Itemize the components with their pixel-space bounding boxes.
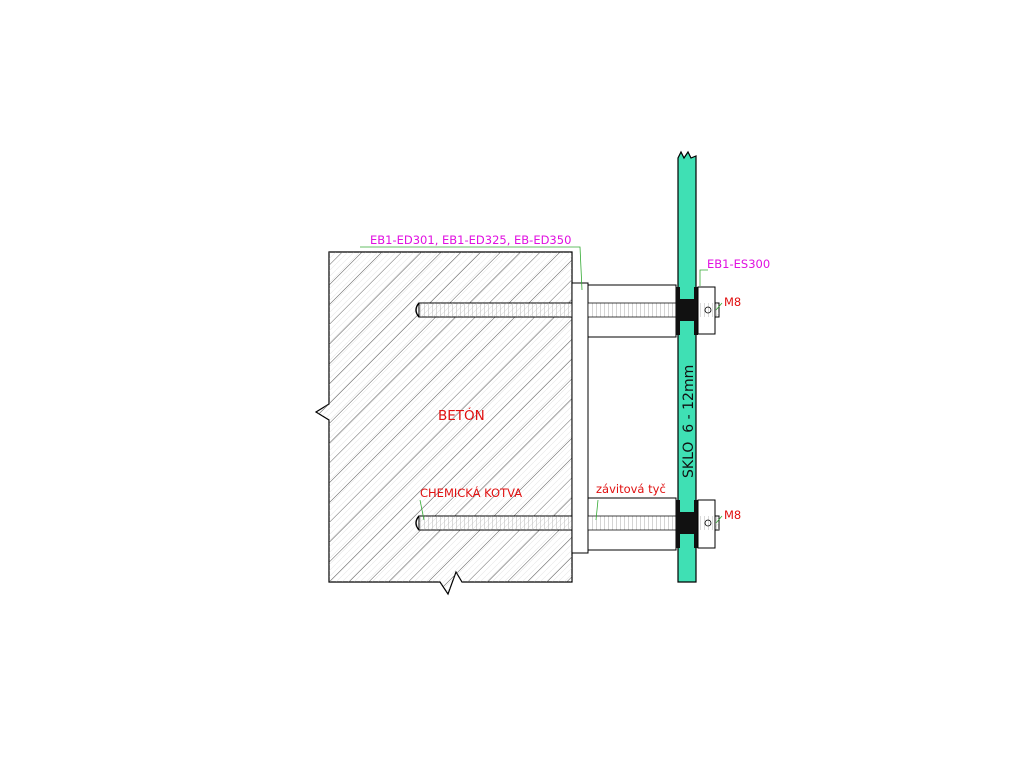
gasket [676, 287, 698, 548]
label-standoff-codes: EB1-ED301, EB1-ED325, EB-ED350 [370, 233, 571, 247]
concrete-wall [314, 251, 573, 596]
label-concrete: BETÓN [438, 406, 485, 424]
label-bolt-bottom: M8 [724, 508, 741, 522]
label-threaded-rod: závitová tyč [596, 482, 666, 496]
label-chemical-anchor: CHEMICKÁ KOTVA [420, 485, 522, 500]
label-cap-code: EB1-ES300 [707, 257, 770, 271]
standoff-spacer [571, 282, 677, 554]
glass-pane [677, 150, 697, 583]
cap-bolt-top [697, 286, 716, 335]
label-bolt-top: M8 [724, 295, 741, 309]
cap-bolt-bottom [697, 499, 716, 549]
label-glass: SKLO 6 - 12mm [681, 365, 697, 478]
leader-lines [360, 246, 723, 524]
